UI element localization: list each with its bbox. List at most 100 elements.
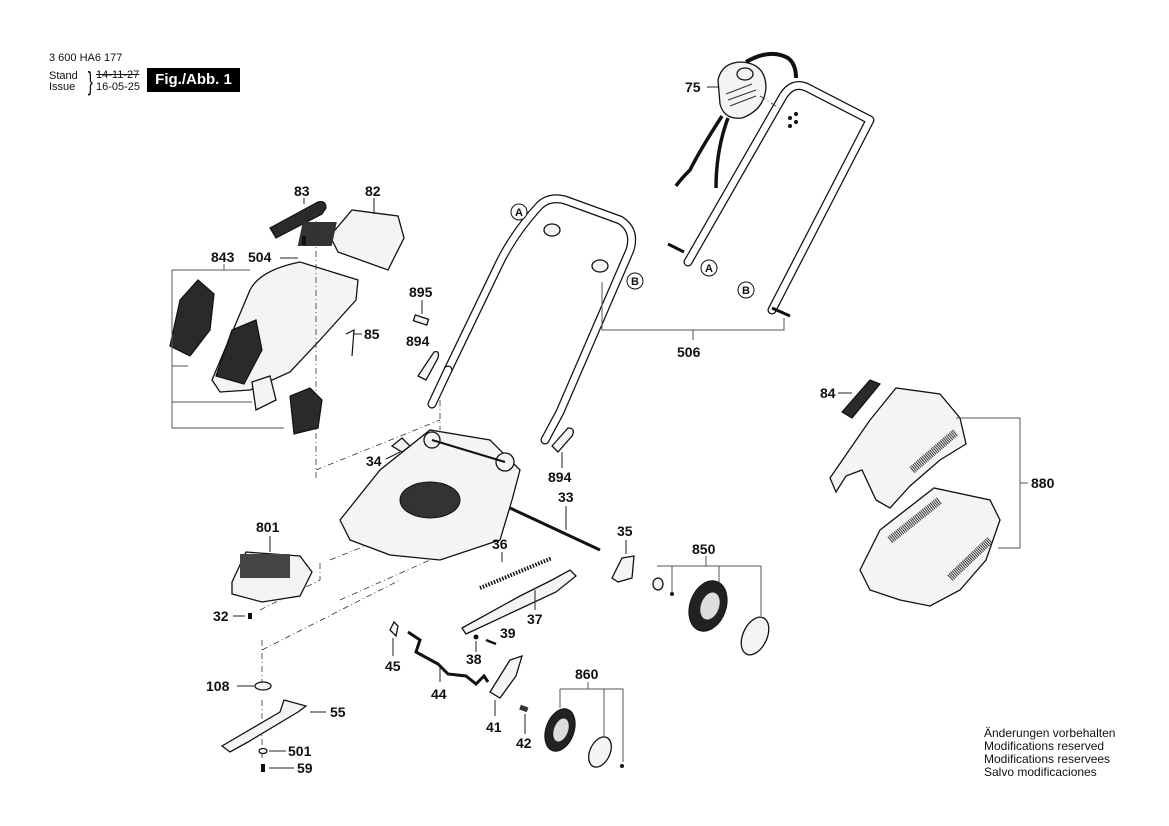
part-84-grip[interactable] [841, 379, 881, 419]
bracket-843 [171, 264, 284, 429]
part-label-37[interactable]: 37 [527, 611, 543, 627]
part-label-895[interactable]: 895 [409, 284, 433, 300]
part-895-pin[interactable] [412, 314, 430, 326]
part-35[interactable] [611, 555, 635, 583]
part-39-bolt[interactable] [485, 638, 497, 646]
part-label-36[interactable]: 36 [492, 536, 508, 552]
part-45[interactable] [389, 620, 399, 638]
note-line-es: Salvo modificaciones [984, 765, 1097, 779]
part-801-motor[interactable] [231, 551, 313, 603]
mower-deck[interactable] [339, 429, 521, 561]
part-label-504[interactable]: 504 [248, 249, 272, 265]
bracket-506 [601, 282, 785, 340]
part-label-894-top[interactable]: 894 [406, 333, 430, 349]
screws [788, 112, 798, 128]
callout-a-left-text: A [515, 207, 523, 219]
part-42[interactable] [519, 704, 529, 713]
part-34[interactable] [390, 437, 411, 453]
part-label-860[interactable]: 860 [575, 666, 599, 682]
part-label-880[interactable]: 880 [1031, 475, 1055, 491]
part-label-39[interactable]: 39 [500, 625, 516, 641]
part-label-33[interactable]: 33 [558, 489, 574, 505]
figure-label: Fig./Abb. 1 [147, 68, 240, 92]
part-label-506[interactable]: 506 [677, 344, 701, 360]
part-894-lever-right[interactable] [551, 427, 574, 453]
part-label-501[interactable]: 501 [288, 743, 312, 759]
issue-date: 16-05-25 [96, 81, 141, 93]
callout-b-left-text: B [631, 276, 639, 288]
callout-b-left [626, 272, 644, 290]
note-line-fr: Modifications reservees [984, 752, 1111, 766]
part-55-blade[interactable] [220, 699, 308, 753]
issue-label: Issue [49, 81, 76, 93]
part-37-lever[interactable] [461, 569, 577, 635]
part-label-850[interactable]: 850 [692, 541, 716, 557]
part-label-83[interactable]: 83 [294, 183, 310, 199]
part-label-41[interactable]: 41 [486, 719, 502, 735]
bracket-850 [657, 556, 762, 616]
callout-a-right-text: A [705, 263, 713, 275]
note-line-de: Änderungen vorbehalten [984, 726, 1116, 740]
part-36-spring[interactable] [479, 556, 553, 590]
part-501-washer[interactable] [258, 747, 268, 755]
grass-box-lid[interactable] [829, 387, 967, 509]
part-32-screw[interactable] [248, 613, 252, 619]
handle-knob-a[interactable] [543, 223, 561, 237]
lower-handle[interactable] [427, 194, 637, 445]
part-label-75[interactable]: 75 [685, 79, 701, 95]
part-label-42[interactable]: 42 [516, 735, 532, 751]
grass-box-basket[interactable] [859, 487, 1001, 607]
leader-34 [385, 451, 401, 460]
part-label-45[interactable]: 45 [385, 658, 401, 674]
part-38-nut[interactable] [473, 634, 479, 640]
stand-date: 14-11-27 [96, 69, 140, 81]
handle-bolt-b[interactable] [771, 306, 791, 318]
part-504-screw[interactable] [302, 236, 306, 245]
part-label-44[interactable]: 44 [431, 686, 447, 702]
modifications-note: Änderungen vorbehalten Modifications res… [984, 727, 1115, 779]
handle-knob-b[interactable] [591, 259, 609, 273]
part-label-108[interactable]: 108 [206, 678, 230, 694]
part-label-34[interactable]: 34 [366, 453, 382, 469]
assembly-line [759, 95, 783, 111]
part-44-height-rod[interactable] [407, 630, 490, 687]
assembly-line-2 [315, 212, 441, 480]
part-41[interactable] [489, 654, 523, 699]
part-label-55[interactable]: 55 [330, 704, 346, 720]
part-83-handle-grip[interactable] [269, 201, 327, 239]
part-850-rear-wheel[interactable] [652, 575, 774, 659]
callout-b-right [737, 281, 755, 299]
bracket-880 [956, 417, 1028, 549]
part-108-washer[interactable] [254, 681, 272, 691]
part-label-59[interactable]: 59 [297, 760, 313, 776]
part-85-spring[interactable] [345, 328, 355, 357]
part-label-32[interactable]: 32 [213, 608, 229, 624]
part-label-82[interactable]: 82 [365, 183, 381, 199]
part-label-85[interactable]: 85 [364, 326, 380, 342]
assembly-line-4 [261, 579, 401, 760]
callout-a-left [510, 203, 528, 221]
part-82-cover[interactable] [297, 209, 405, 271]
part-860-front-wheel[interactable] [539, 705, 624, 771]
part-label-894-bottom[interactable]: 894 [548, 469, 572, 485]
part-label-38[interactable]: 38 [466, 651, 482, 667]
part-843-housing[interactable] [169, 261, 359, 435]
bracket-860 [559, 682, 624, 762]
part-894-lever-left[interactable] [417, 350, 440, 381]
upper-handle[interactable] [683, 81, 875, 315]
note-line-en: Modifications reserved [984, 739, 1105, 753]
callout-b-right-text: B [742, 285, 750, 297]
part-label-801[interactable]: 801 [256, 519, 280, 535]
switch-box-75[interactable] [674, 51, 798, 189]
part-59-bolt[interactable] [261, 764, 265, 772]
handle-bolt-a[interactable] [667, 242, 685, 254]
part-label-35[interactable]: 35 [617, 523, 633, 539]
callout-a-right [700, 259, 718, 277]
document-number: 3 600 HA6 177 [49, 52, 123, 64]
part-33-axle[interactable] [509, 506, 601, 552]
part-label-843[interactable]: 843 [211, 249, 235, 265]
stand-label: Stand [49, 70, 78, 82]
part-label-84[interactable]: 84 [820, 385, 836, 401]
brace-icon: } [87, 66, 93, 96]
